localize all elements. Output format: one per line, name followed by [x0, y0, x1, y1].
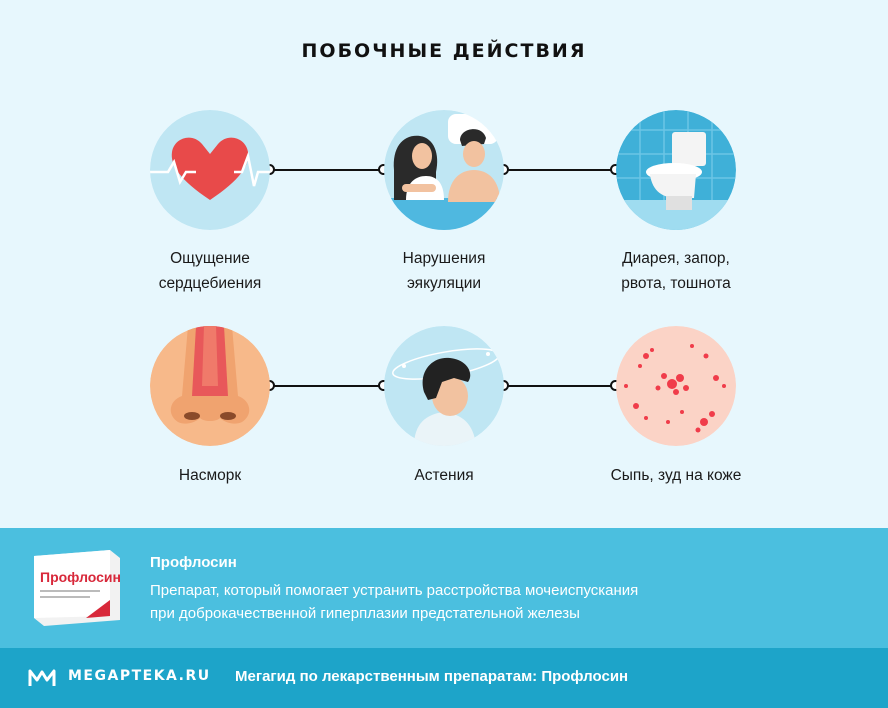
- connector-line: [270, 385, 384, 387]
- svg-text:Профлосин: Профлосин: [40, 569, 121, 585]
- page-title: ПОБОЧНЫЕ ДЕЙСТВИЯ: [301, 40, 587, 62]
- nose-icon: [150, 326, 270, 446]
- connector-line: [504, 385, 616, 387]
- connector-line: [270, 169, 384, 171]
- product-name: Профлосин: [150, 554, 237, 571]
- heart-pulse-icon: [150, 110, 270, 230]
- footer: MEGAPTEKA.RU Мегагид по лекарственным пр…: [0, 648, 888, 708]
- infographic: ПОБОЧНЫЕ ДЕЙСТВИЯ: [150, 40, 742, 484]
- megapteka-logo-icon[interactable]: [28, 666, 56, 690]
- toilet-icon: [616, 110, 736, 230]
- product-description: Препарат, который помогает устранить рас…: [150, 582, 639, 622]
- effect-label: Ощущение сердцебиения: [158, 250, 262, 292]
- effect-label: Диарея, запор, рвота, тошнота: [621, 250, 731, 292]
- skin-rash-icon: [616, 326, 736, 446]
- logo-text[interactable]: MEGAPTEKA.RU: [68, 668, 211, 684]
- effect-label: Нарушения эякуляции: [402, 250, 486, 292]
- connector-line: [504, 169, 616, 171]
- effect-label: Насморк: [178, 467, 242, 484]
- couple-in-bed-icon: [384, 110, 504, 230]
- footer-caption: Мегагид по лекарственным препаратам: Про…: [235, 668, 629, 685]
- product-section: Профлосин Профлосин Препарат, который по…: [0, 528, 888, 648]
- effect-label: Сыпь, зуд на коже: [610, 467, 742, 484]
- product-box-image: Профлосин: [34, 550, 121, 626]
- dizzy-man-icon: [384, 326, 504, 446]
- effect-label: Астения: [414, 467, 474, 484]
